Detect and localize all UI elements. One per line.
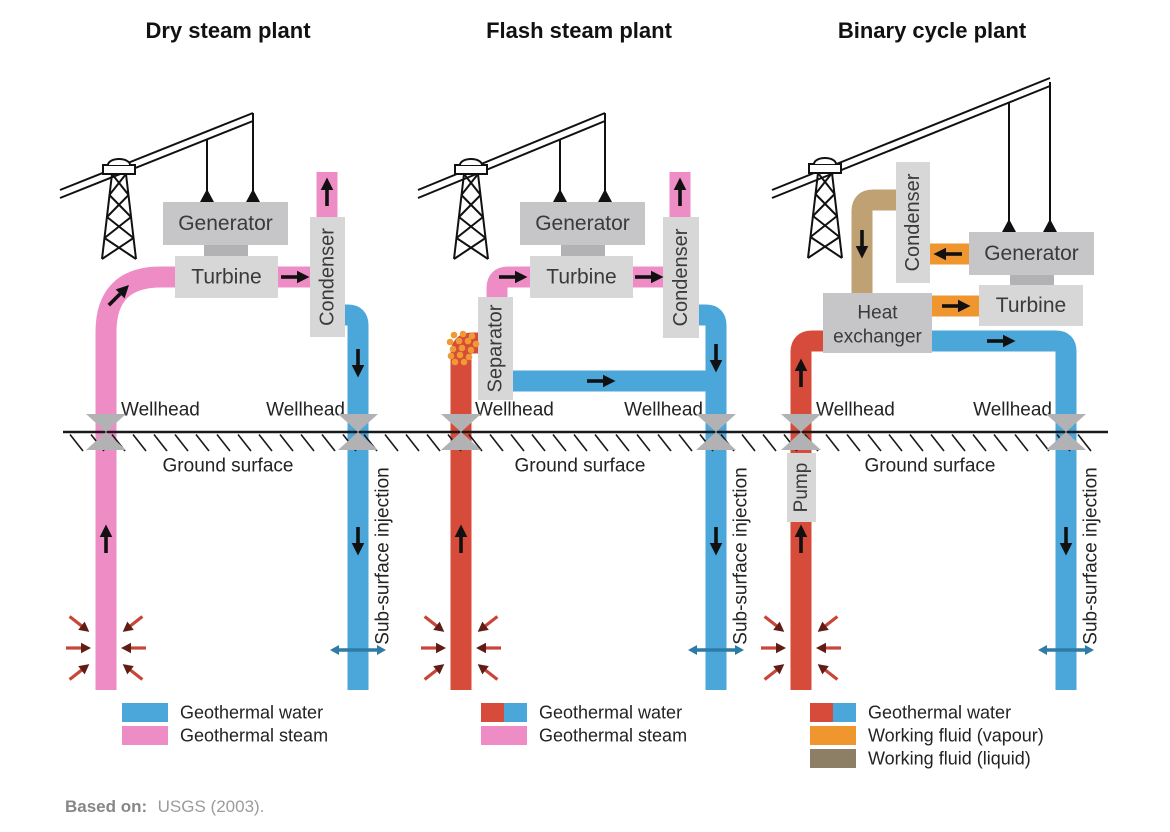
- separator-box: [478, 297, 513, 400]
- sub-surface-injection-label: Sub-surface injection: [373, 467, 394, 644]
- turbine-box: [530, 256, 633, 298]
- turbine-label: Turbine: [191, 266, 261, 289]
- generator-label: Generator: [178, 212, 273, 235]
- legend-swatch: [481, 726, 527, 745]
- wellhead-label: Wellhead: [475, 400, 554, 421]
- condenser-label: Condenser: [902, 173, 924, 271]
- ground-hatching: [69, 434, 1092, 452]
- wellhead-label: Wellhead: [816, 400, 895, 421]
- generator-shaft: [1010, 275, 1054, 285]
- condenser-box: [896, 162, 930, 283]
- working-fluid-liquid-pipe: [851, 189, 896, 293]
- power-lines: [417, 112, 612, 202]
- legend-swatch: [481, 703, 504, 722]
- legend-label: Geothermal steam: [539, 726, 687, 746]
- legend-label: Geothermal steam: [180, 726, 328, 746]
- ground-surface-label: Ground surface: [515, 456, 646, 477]
- hot-water-pipe: [790, 330, 823, 690]
- legend-label: Geothermal water: [180, 703, 323, 723]
- wellhead-label: Wellhead: [121, 400, 200, 421]
- turbine-box: [175, 256, 278, 298]
- condenser-box: [663, 217, 699, 338]
- transmission-tower-icon: [101, 158, 137, 260]
- panel-binary-cycle: Generator Turbine Condenser Heat exchang…: [759, 77, 1102, 769]
- attribution-prefix: Based on:: [65, 797, 147, 816]
- heat-exchanger-label: Heat: [857, 303, 898, 324]
- generator-label: Generator: [535, 212, 630, 235]
- panel-flash-steam: Generator Turbine Condenser Separator We…: [417, 112, 752, 746]
- turbine-box: [979, 285, 1083, 326]
- ground-surface-label: Ground surface: [865, 456, 996, 477]
- water-pipe: [932, 330, 1077, 690]
- wellhead-label: Wellhead: [266, 400, 345, 421]
- heat-exchanger-box: [823, 293, 932, 353]
- flash-bubbles: [446, 330, 480, 366]
- transmission-tower-icon: [453, 158, 489, 260]
- legend-label: Working fluid (vapour): [868, 726, 1044, 746]
- attribution: Based on: USGS (2003).: [65, 797, 264, 816]
- legend-swatch: [122, 726, 168, 745]
- attribution-source: USGS (2003).: [158, 797, 265, 816]
- generator-box: [163, 202, 288, 245]
- pump-label: Pump: [791, 463, 812, 513]
- power-lines: [59, 112, 260, 202]
- panel-dry-steam: Generator Turbine Condenser Wellhead Wel…: [59, 112, 394, 746]
- legend-label: Geothermal water: [539, 703, 682, 723]
- legend-swatch: [810, 749, 856, 768]
- legend: Geothermal water Geothermal steam: [122, 703, 328, 746]
- panel-title: Flash steam plant: [486, 18, 673, 43]
- turbine-label: Turbine: [546, 266, 616, 289]
- condenser-box: [310, 217, 345, 337]
- transmission-tower-icon: [807, 157, 843, 259]
- legend-label: Working fluid (liquid): [868, 749, 1031, 769]
- water-pipe: [699, 304, 727, 690]
- legend-swatch: [122, 703, 168, 722]
- wellhead-label: Wellhead: [973, 400, 1052, 421]
- water-pipe: [345, 304, 369, 690]
- legend-swatch: [810, 726, 856, 745]
- condenser-label: Condenser: [670, 228, 692, 326]
- generator-shaft: [204, 245, 248, 256]
- steam-pipe: [95, 266, 175, 690]
- generator-box: [520, 202, 645, 245]
- legend: Geothermal water Working fluid (vapour) …: [810, 703, 1044, 769]
- separator-label: Separator: [485, 304, 507, 392]
- generator-shaft: [561, 245, 605, 256]
- legend-swatch: [504, 703, 527, 722]
- legend-label: Geothermal water: [868, 703, 1011, 723]
- legend-swatch: [833, 703, 856, 722]
- sub-surface-injection-label: Sub-surface injection: [1081, 467, 1102, 644]
- turbine-label: Turbine: [996, 294, 1066, 317]
- panel-title: Dry steam plant: [145, 18, 311, 43]
- legend-swatch: [810, 703, 833, 722]
- heat-exchanger-label: exchanger: [833, 327, 922, 348]
- ground-surface-label: Ground surface: [163, 456, 294, 477]
- wellhead-label: Wellhead: [624, 400, 703, 421]
- panel-title: Binary cycle plant: [838, 18, 1027, 43]
- condenser-label: Condenser: [317, 228, 339, 326]
- generator-box: [969, 232, 1094, 275]
- pump-box: [787, 453, 816, 522]
- generator-label: Generator: [984, 242, 1079, 265]
- sub-surface-injection-label: Sub-surface injection: [731, 467, 752, 644]
- hot-water-pipe: [450, 332, 478, 690]
- legend: Geothermal water Geothermal steam: [481, 703, 687, 746]
